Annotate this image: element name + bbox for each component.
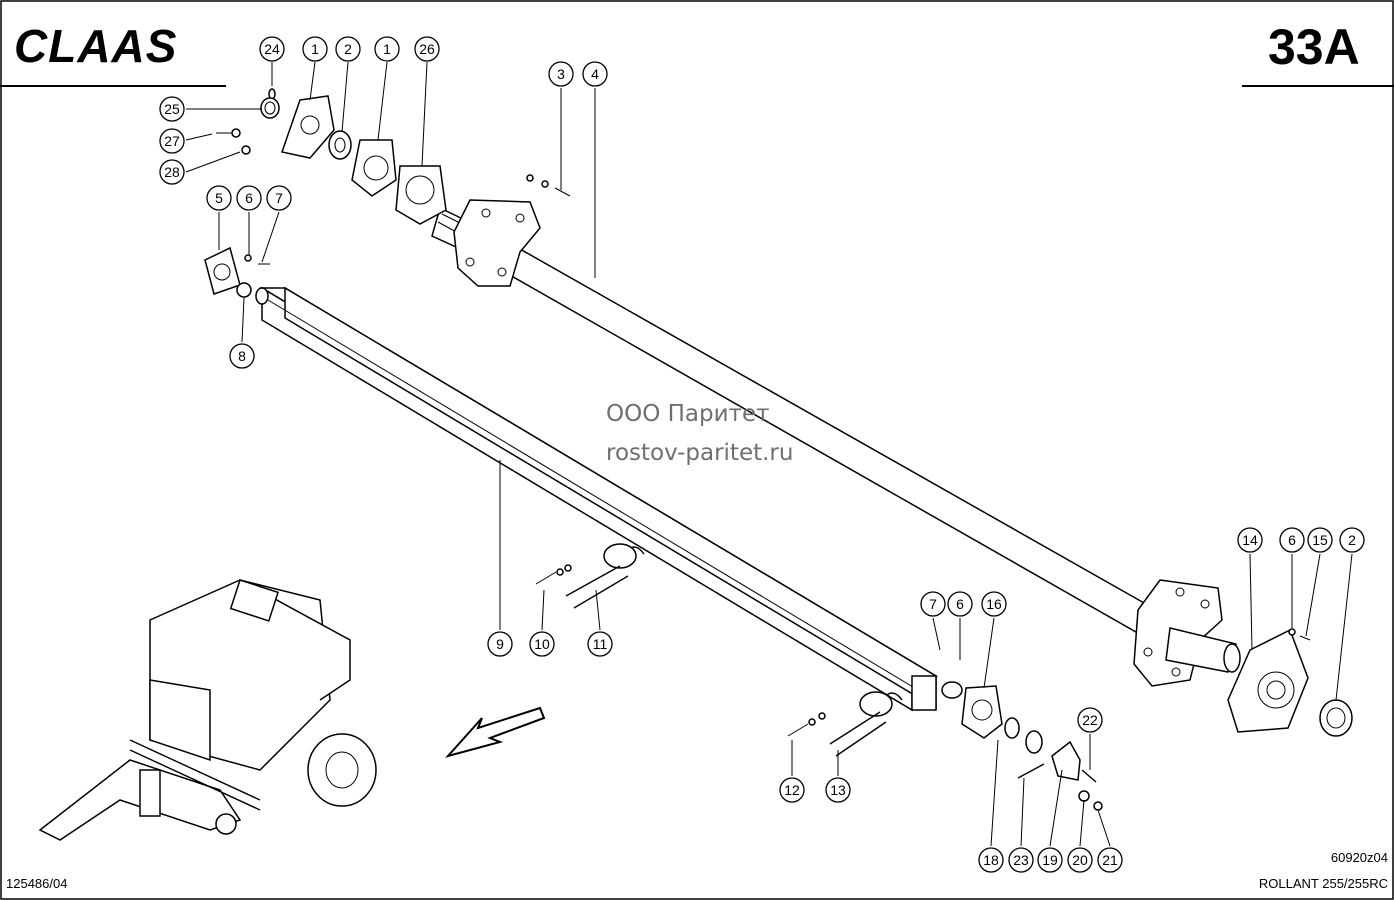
svg-text:28: 28 <box>164 164 180 180</box>
svg-text:5: 5 <box>215 190 223 206</box>
callout-13: 13 <box>825 777 851 803</box>
svg-text:18: 18 <box>983 852 999 868</box>
svg-text:11: 11 <box>593 636 608 652</box>
callout-10: 10 <box>529 631 555 657</box>
svg-text:8: 8 <box>238 348 246 364</box>
svg-text:6: 6 <box>245 190 253 206</box>
square-shaft <box>255 286 963 712</box>
svg-text:9: 9 <box>496 636 504 652</box>
model-name: ROLLANT 255/255RC <box>1259 876 1388 891</box>
svg-text:10: 10 <box>534 636 550 652</box>
svg-text:24: 24 <box>264 41 280 57</box>
callout-27: 27 <box>159 128 185 154</box>
callout-6: 6 <box>947 591 973 617</box>
svg-text:14: 14 <box>1242 532 1258 548</box>
svg-text:22: 22 <box>1082 712 1098 728</box>
svg-text:26: 26 <box>419 41 435 57</box>
callout-20: 20 <box>1067 847 1093 873</box>
machine-thumbnail <box>38 579 377 841</box>
leader-lines <box>185 61 1353 847</box>
callout-12: 12 <box>779 777 805 803</box>
direction-arrow <box>445 706 546 758</box>
callout-2: 2 <box>1339 527 1365 553</box>
svg-text:12: 12 <box>784 782 800 798</box>
callout-21: 21 <box>1097 847 1123 873</box>
page-code: 33A <box>1268 19 1360 75</box>
callout-28: 28 <box>159 159 185 185</box>
callout-1: 1 <box>302 36 328 62</box>
callout-5: 5 <box>206 185 232 211</box>
svg-text:25: 25 <box>164 101 180 117</box>
main-shaft <box>431 199 1241 687</box>
drawing-code: 60920z04 <box>1331 850 1388 865</box>
brand-logo: CLAAS <box>14 20 177 72</box>
watermark-url: rostov-paritet.ru <box>606 440 793 466</box>
svg-text:2: 2 <box>344 41 352 57</box>
callout-4: 4 <box>582 61 608 87</box>
svg-text:1: 1 <box>311 41 319 57</box>
right-lower-bearing-group <box>961 685 1103 811</box>
callout-23: 23 <box>1008 847 1034 873</box>
svg-text:2: 2 <box>1348 532 1356 548</box>
svg-text:6: 6 <box>1288 532 1296 548</box>
svg-text:19: 19 <box>1042 852 1058 868</box>
callout-15: 15 <box>1307 527 1333 553</box>
callout-1: 1 <box>374 36 400 62</box>
svg-text:23: 23 <box>1013 852 1029 868</box>
svg-text:13: 13 <box>830 782 846 798</box>
callout-18: 18 <box>978 847 1004 873</box>
callout-11: 11 <box>587 631 613 657</box>
callout-9: 9 <box>487 631 513 657</box>
svg-text:7: 7 <box>929 596 937 612</box>
svg-text:6: 6 <box>956 596 964 612</box>
callout-22: 22 <box>1077 707 1103 733</box>
callout-16: 16 <box>981 591 1007 617</box>
svg-text:3: 3 <box>557 66 565 82</box>
watermark-company: ООО Паритет <box>606 401 770 427</box>
springs-and-bolts <box>535 543 903 757</box>
svg-text:7: 7 <box>275 190 283 206</box>
callout-7: 7 <box>266 185 292 211</box>
svg-text:1: 1 <box>383 41 391 57</box>
callout-14: 14 <box>1237 527 1263 553</box>
callout-6: 6 <box>1279 527 1305 553</box>
svg-text:27: 27 <box>164 133 180 149</box>
svg-text:16: 16 <box>986 596 1002 612</box>
callout-7: 7 <box>920 591 946 617</box>
svg-text:4: 4 <box>591 66 599 82</box>
left-flange-bearing <box>204 246 270 298</box>
doc-number: 125486/04 <box>6 876 67 891</box>
bolt-group-3 <box>526 174 571 197</box>
svg-text:15: 15 <box>1312 532 1328 548</box>
callout-3: 3 <box>548 61 574 87</box>
callout-8: 8 <box>229 343 255 369</box>
callout-6: 6 <box>236 185 262 211</box>
svg-text:20: 20 <box>1072 852 1088 868</box>
right-flange-bearing <box>1227 628 1353 737</box>
callout-19: 19 <box>1037 847 1063 873</box>
callout-24: 24 <box>259 36 285 62</box>
callout-26: 26 <box>414 36 440 62</box>
callout-2: 2 <box>335 36 361 62</box>
callout-25: 25 <box>159 96 185 122</box>
left-bearing-group <box>216 88 447 225</box>
svg-text:21: 21 <box>1102 852 1118 868</box>
